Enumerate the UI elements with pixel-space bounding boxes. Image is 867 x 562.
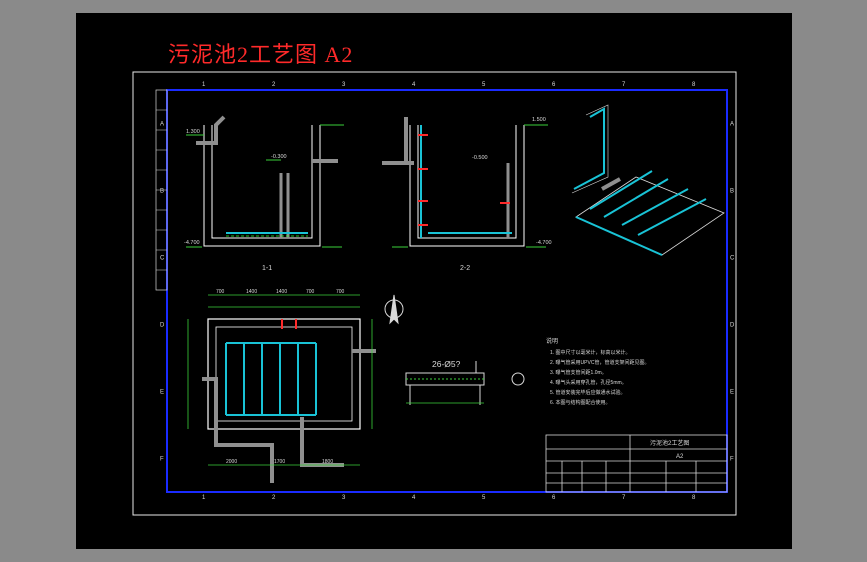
plan-dims-bottom: 2000 1700 1800 <box>226 459 333 465</box>
plan-dim-top-value: 700 <box>306 289 315 295</box>
section-1-1-inlet-pipe <box>196 115 226 145</box>
grid-row-label: E <box>730 390 734 396</box>
perforation-callout: 26-Ø5? <box>432 359 461 369</box>
grid-col-label: 2 <box>272 495 276 501</box>
plan-dim-top-value: 700 <box>216 289 225 295</box>
elev-mid-right: -0.500 <box>472 155 488 161</box>
iso-riser <box>573 107 605 190</box>
note-line: 5. 管道安装完毕后应做通水试验。 <box>550 389 626 396</box>
section-2-2-label: 2-2 <box>460 265 470 272</box>
binding-strip-lines <box>156 109 167 271</box>
plan-outer-wall <box>207 318 361 430</box>
grid-col-label: 8 <box>692 495 696 501</box>
section-1-1-riser <box>279 173 290 238</box>
grid-col-label: 5 <box>482 495 486 501</box>
grid-col-label: 1 <box>202 82 206 88</box>
title-block-sheet: A2 <box>676 454 684 460</box>
notes-header: 说明 <box>546 337 558 345</box>
section-1-1 <box>186 115 344 248</box>
iso-inlet <box>601 177 621 191</box>
tank-detail-body <box>405 372 485 386</box>
plan-outlet-pipe <box>300 417 344 467</box>
elev-bottom-left: -4.700 <box>184 240 200 246</box>
note-line: 4. 曝气头采用穿孔管，孔径5mm。 <box>550 379 627 386</box>
grid-col-label: 6 <box>552 82 556 88</box>
plan-view <box>187 294 376 483</box>
note-line: 2. 曝气管采用UPVC管，管道支架间距见图。 <box>550 359 649 366</box>
grid-col-label: 7 <box>622 82 626 88</box>
sheet-outer-frame <box>132 71 737 516</box>
grid-col-label: 8 <box>692 82 696 88</box>
pipe-section-icon <box>511 372 525 386</box>
plan-red-marks <box>281 319 297 329</box>
title-block-name: 污泥池2工艺图 <box>650 439 689 447</box>
elev-bottom-right: -4.700 <box>536 240 552 246</box>
title-block <box>545 434 728 493</box>
grid-col-label: 1 <box>202 495 206 501</box>
section-2-2 <box>382 117 548 248</box>
grid-col-label: 3 <box>342 495 346 501</box>
section-1-1-walls <box>203 125 321 247</box>
plan-dim-bottom-value: 2000 <box>226 459 237 465</box>
grid-col-label: 6 <box>552 495 556 501</box>
note-line: 3. 曝气管支管间距1.0m。 <box>550 369 607 376</box>
note-line: 6. 本图与结构图配合使用。 <box>550 399 611 406</box>
iso-branches <box>575 170 707 256</box>
elev-top-left: 1.300 <box>186 129 200 135</box>
grid-row-label: F <box>730 457 734 463</box>
section-1-1-label: 1-1 <box>262 265 272 272</box>
plan-dimension-lines <box>187 294 373 466</box>
elev-mid-left: -0.300 <box>271 154 287 160</box>
grid-row-label: F <box>160 457 164 463</box>
grid-row-label: C <box>160 256 165 262</box>
tank-detail <box>405 361 525 405</box>
drawing-title: 污泥池2工艺图 A2 <box>168 42 354 67</box>
north-arrow-icon <box>384 294 404 325</box>
grid-row-label: D <box>730 323 735 329</box>
isometric-pipe-view <box>571 104 725 256</box>
section-2-2-walls <box>409 125 525 247</box>
grid-row-label: A <box>730 122 734 128</box>
sheet-inner-frame <box>166 89 728 493</box>
plan-dim-bottom-value: 1800 <box>322 459 333 465</box>
plan-inner-wall <box>215 326 353 422</box>
iso-riser-outline <box>571 104 609 194</box>
grid-row-label: C <box>730 256 735 262</box>
grid-row-label: A <box>160 122 164 128</box>
plan-aeration-pipes <box>225 342 317 416</box>
plan-dim-top-value: 1400 <box>246 289 257 295</box>
grid-col-label: 4 <box>412 495 416 501</box>
grid-row-label: B <box>730 189 734 195</box>
grid-col-label: 4 <box>412 82 416 88</box>
elev-top-right: 1.500 <box>532 117 546 123</box>
plan-dim-top-value: 700 <box>336 289 345 295</box>
note-line: 1. 图中尺寸以毫米计，标高以米计。 <box>550 349 631 356</box>
grid-row-label: B <box>160 189 164 195</box>
plan-dims-top: 700 1400 1400 700 700 <box>216 289 345 295</box>
grid-col-label: 3 <box>342 82 346 88</box>
grid-row-label: D <box>160 323 165 329</box>
plan-dim-top-value: 1400 <box>276 289 287 295</box>
grid-col-label: 5 <box>482 82 486 88</box>
plan-dim-bottom-value: 1700 <box>274 459 285 465</box>
grid-col-label: 2 <box>272 82 276 88</box>
plan-inlet-pipe <box>202 377 274 483</box>
section-2-2-inlet <box>382 117 414 165</box>
grid-row-label: E <box>160 390 164 396</box>
notes-list: 1. 图中尺寸以毫米计，标高以米计。 2. 曝气管采用UPVC管，管道支架间距见图… <box>550 349 649 406</box>
grid-col-label: 7 <box>622 495 626 501</box>
